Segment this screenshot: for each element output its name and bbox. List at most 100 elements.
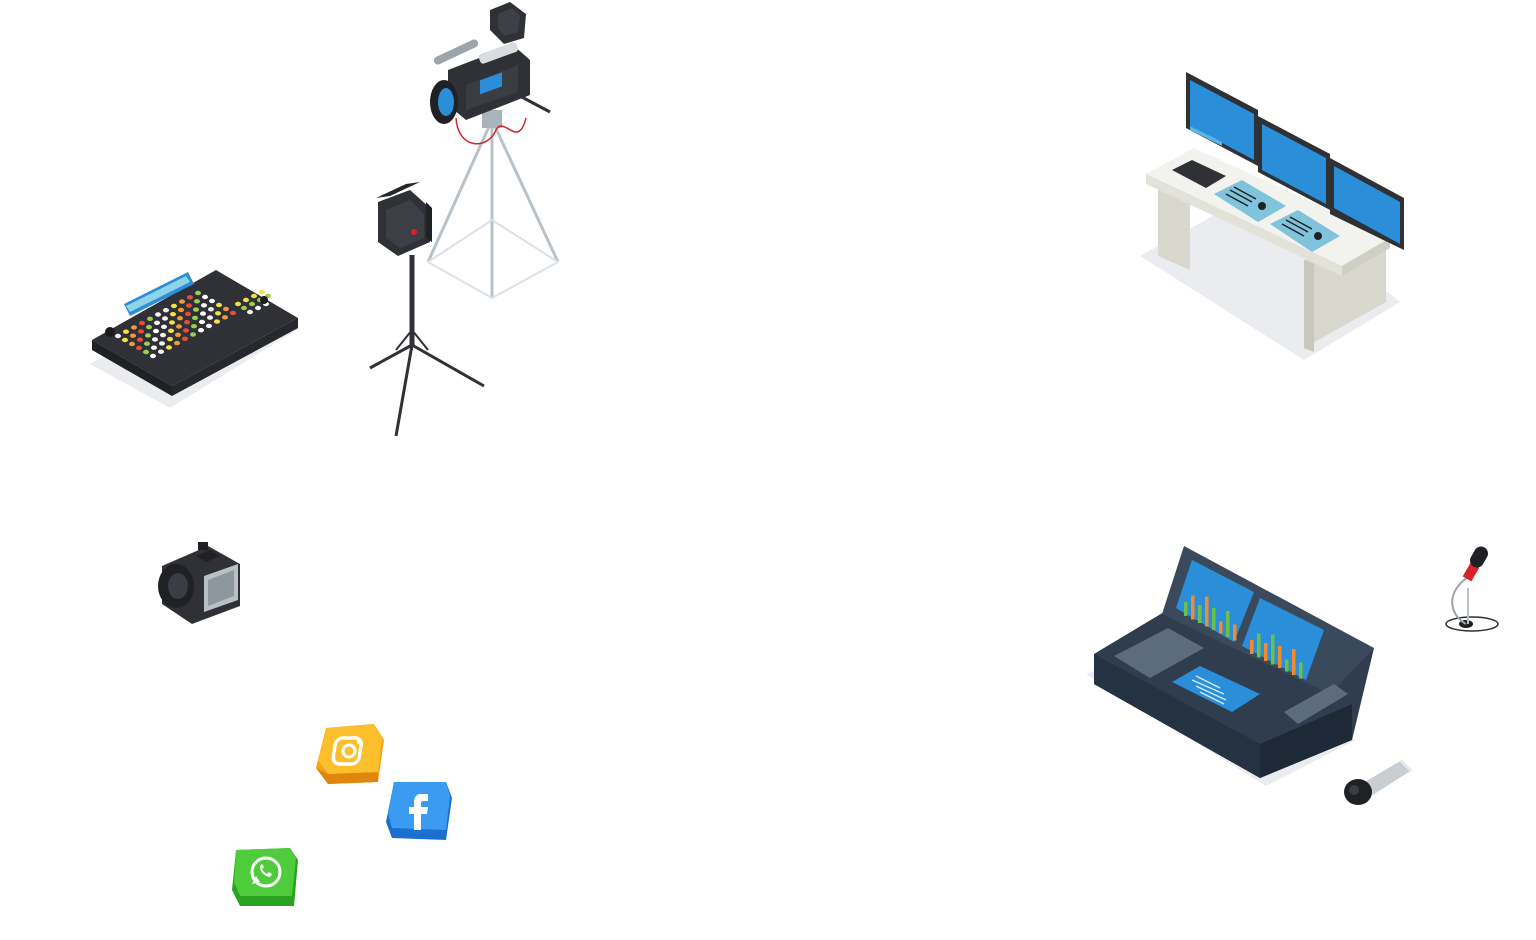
switcher-button <box>143 349 149 355</box>
switcher-button <box>182 336 188 341</box>
instagram-tile[interactable] <box>314 724 388 786</box>
switcher-button <box>199 319 205 325</box>
switcher-button <box>230 310 236 316</box>
level-bar <box>1285 659 1289 672</box>
switcher-button <box>187 295 193 300</box>
level-bar <box>1299 662 1303 679</box>
video-switcher-panel <box>88 262 302 412</box>
level-bar <box>1212 608 1216 630</box>
whatsapp-icon <box>232 848 298 906</box>
switcher-button <box>136 345 142 351</box>
switcher-button <box>184 320 190 325</box>
level-bar <box>1198 605 1202 623</box>
microphone-icon <box>1445 546 1499 632</box>
level-bar <box>1226 611 1230 637</box>
switcher-button <box>147 316 153 321</box>
studio-light-stand <box>366 180 488 440</box>
video-camera-on-tripod <box>418 0 568 300</box>
switcher-button <box>194 299 200 304</box>
switcher-button <box>177 316 183 321</box>
switcher-button <box>178 307 184 313</box>
level-bar <box>1278 646 1282 668</box>
switcher-button <box>154 320 160 325</box>
switcher-button <box>215 311 221 316</box>
switcher-button <box>139 320 145 326</box>
switcher-button <box>259 289 265 295</box>
switcher-button <box>202 294 208 300</box>
video-switcher-icon <box>90 270 300 408</box>
facebook-icon <box>386 782 452 840</box>
switcher-button <box>174 340 180 346</box>
photo-camera-icon <box>158 542 240 624</box>
switcher-button <box>201 303 207 308</box>
control-desk-with-monitors <box>1138 70 1408 362</box>
switcher-button <box>167 336 173 342</box>
switcher-button <box>247 309 253 315</box>
switcher-button <box>175 332 181 337</box>
switcher-button <box>214 319 220 324</box>
switcher-button <box>193 307 199 312</box>
switcher-button <box>271 297 277 303</box>
level-bar <box>1184 602 1188 616</box>
switcher-button <box>161 324 167 329</box>
switcher-button <box>168 328 174 333</box>
switcher-button <box>152 337 158 342</box>
switcher-button <box>153 328 159 334</box>
switcher-button <box>207 315 213 320</box>
switcher-button <box>251 293 257 299</box>
level-bar <box>1292 649 1296 675</box>
switcher-button <box>160 332 166 338</box>
switcher-button <box>243 297 249 303</box>
switcher-button <box>192 315 198 321</box>
switcher-button <box>222 315 228 320</box>
switcher-button <box>137 337 143 342</box>
switcher-button <box>216 302 222 308</box>
switcher-button <box>191 324 197 329</box>
desk-microphone <box>1444 544 1504 636</box>
switcher-button <box>169 320 175 325</box>
level-bar <box>1250 640 1254 654</box>
switcher-button <box>146 324 152 330</box>
switcher-button <box>170 312 176 317</box>
photo-camera <box>154 542 246 626</box>
switcher-button <box>186 303 192 308</box>
switcher-button <box>158 349 164 354</box>
switcher-button <box>122 337 128 343</box>
switcher-button <box>200 311 206 316</box>
switcher-button <box>151 345 157 350</box>
switcher-button <box>159 341 165 346</box>
studio-light-icon <box>369 182 485 437</box>
level-bar <box>1257 633 1261 658</box>
switcher-button <box>115 333 121 339</box>
video-camera-icon <box>426 2 560 300</box>
switcher-button <box>208 307 214 312</box>
switcher-button <box>223 306 229 312</box>
switcher-button <box>179 299 185 304</box>
switcher-button <box>150 353 156 359</box>
switcher-button <box>241 305 247 311</box>
switcher-button <box>130 333 136 338</box>
switcher-button <box>123 329 129 334</box>
switcher-button <box>249 301 255 307</box>
handheld-microphone-icon <box>1344 760 1412 805</box>
level-bar <box>1219 621 1223 634</box>
level-bar <box>1233 624 1237 641</box>
switcher-button <box>166 345 172 350</box>
instagram-icon <box>316 724 384 784</box>
switcher-button <box>138 329 144 334</box>
switcher-button <box>144 341 150 346</box>
switcher-button <box>235 301 241 307</box>
switcher-button <box>163 308 169 313</box>
switcher-button <box>209 298 215 304</box>
whatsapp-tile[interactable] <box>230 846 300 908</box>
switcher-button <box>171 303 177 309</box>
switcher-button <box>185 311 191 317</box>
switcher-button <box>255 305 261 311</box>
level-bar <box>1191 595 1195 620</box>
switcher-button <box>131 325 137 330</box>
level-bar <box>1205 596 1209 627</box>
switcher-button <box>183 328 189 333</box>
level-bar <box>1264 643 1268 661</box>
facebook-tile[interactable] <box>384 780 454 842</box>
switcher-button <box>162 316 168 321</box>
